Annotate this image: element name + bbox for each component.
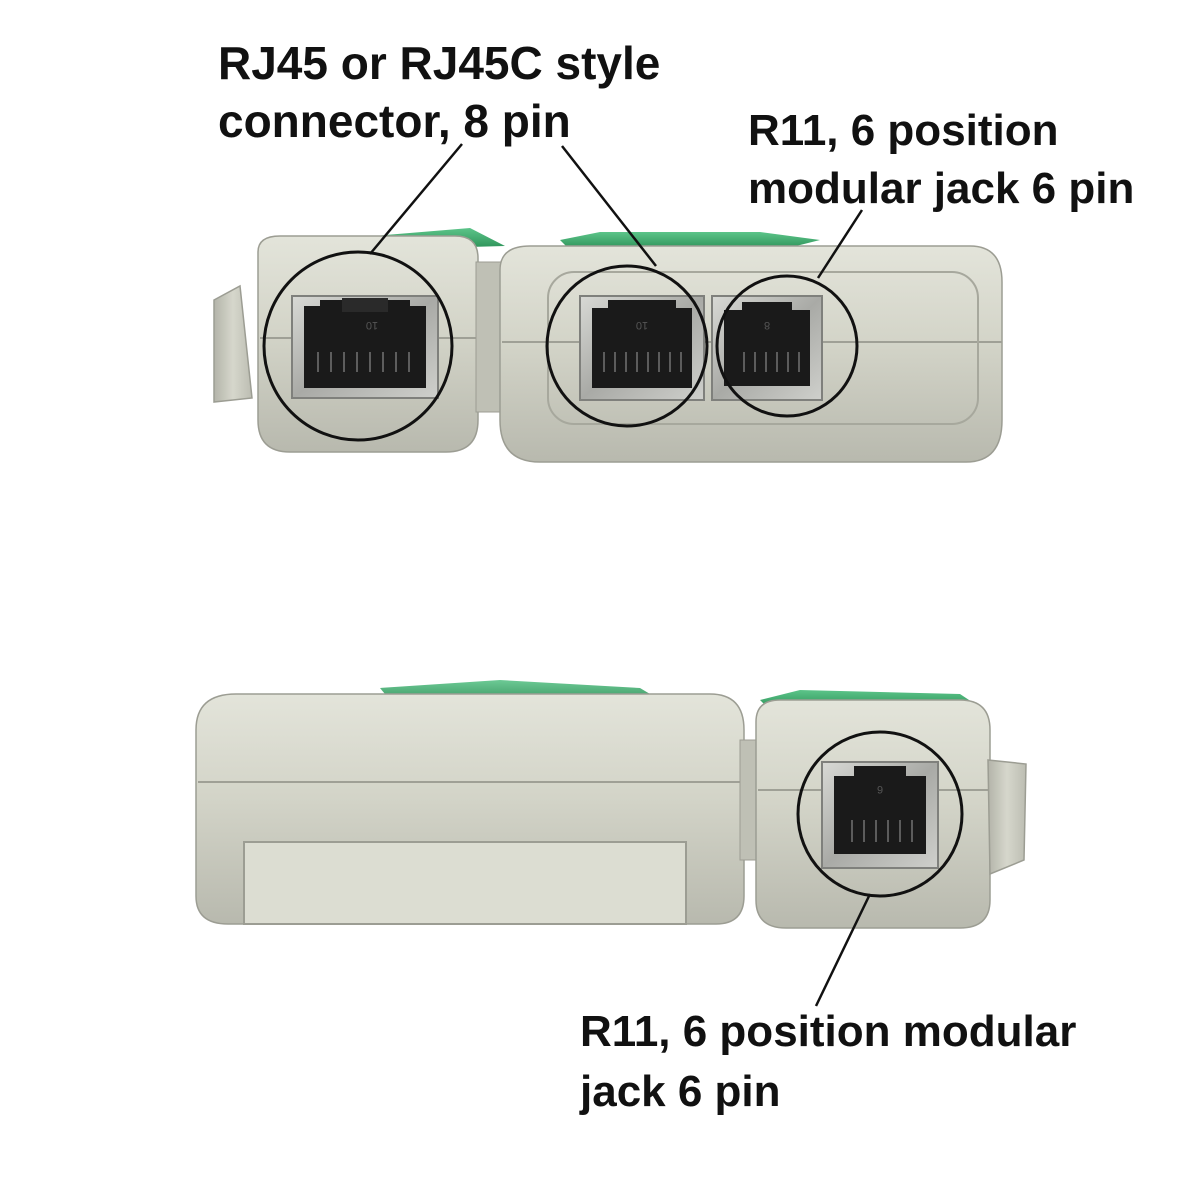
battery-door [243, 841, 687, 925]
rj45-jack-main: 10 [579, 295, 705, 401]
rj45-jack-remote: 10 [291, 295, 439, 399]
callout-circle-rj11-bottom [796, 730, 964, 898]
callout-label-r11-top: R11, 6 position modular jack 6 pin [748, 102, 1134, 218]
jack-marking-rj11-bottom: 6 [877, 783, 883, 795]
callout-circle-rj45-remote [262, 250, 454, 442]
callout-label-r11-top-line1: R11, 6 position [748, 106, 1059, 155]
jack-marking-rj45-middle: 10 [636, 319, 648, 331]
top-tester: 10 10 8 [213, 143, 1003, 463]
callout-label-rj45: RJ45 or RJ45C style connector, 8 pin [218, 34, 660, 150]
rj11-jack-bottom: 6 [821, 761, 939, 869]
module-gap [475, 261, 503, 413]
bottom-tester: 6 [195, 680, 1027, 1007]
callout-label-r11-bottom: R11, 6 position modular jack 6 pin [580, 1002, 1076, 1122]
callout-label-r11-bottom-line1: R11, 6 position modular [580, 1007, 1077, 1056]
bottom-side-clip [987, 759, 1027, 876]
leader-rj45-remote [369, 143, 463, 255]
callout-label-r11-top-line2: modular jack 6 pin [748, 164, 1135, 213]
jack-marking-rj11-top: 8 [764, 319, 770, 331]
callout-label-rj45-line1: RJ45 or RJ45C style [218, 37, 661, 89]
callout-circle-rj11-top [715, 274, 859, 418]
rj11-jack-main: 8 [711, 295, 823, 401]
callout-label-r11-bottom-line2: jack 6 pin [580, 1067, 781, 1116]
callout-label-rj45-line2: connector, 8 pin [218, 95, 571, 147]
leader-rj11-bottom [814, 893, 872, 1007]
leader-rj45-main [561, 145, 657, 267]
leader-rj11-top [816, 209, 864, 279]
top-side-clip [213, 284, 253, 403]
callout-circle-rj45-main [545, 264, 709, 428]
jack-marking-rj45-left: 10 [366, 319, 378, 331]
